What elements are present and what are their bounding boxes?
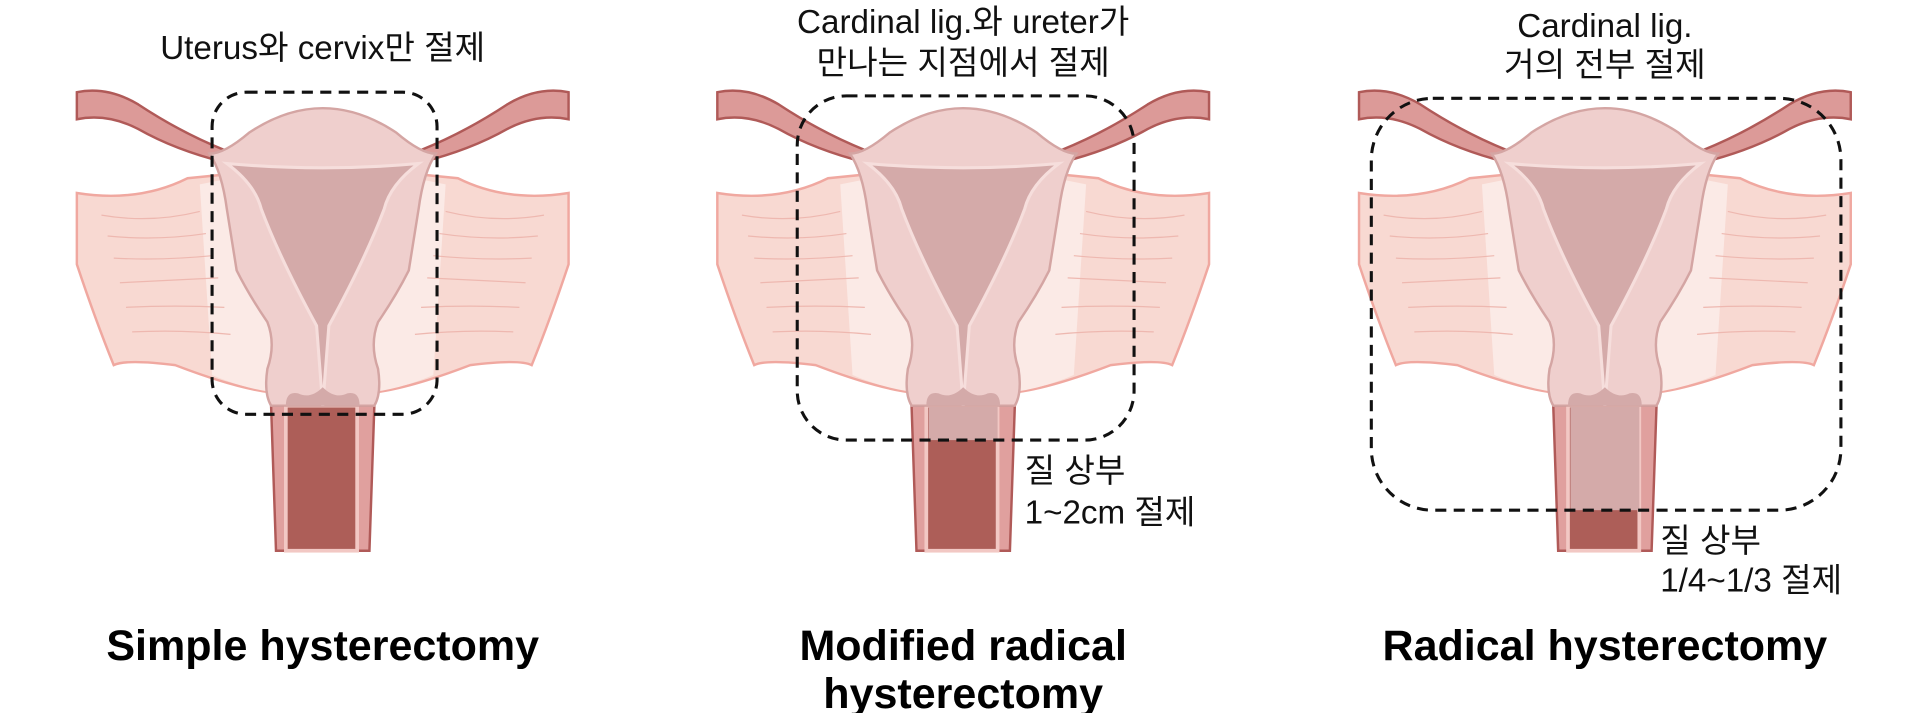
annotation-line: 1~2cm 절제	[1025, 495, 1196, 532]
annotation-line: 질 상부	[1660, 523, 1761, 560]
panel-title: Modified radical	[799, 622, 1126, 670]
caption-line: Cardinal lig.	[1517, 8, 1692, 45]
resected-upper-vagina	[1570, 406, 1640, 511]
annotation-line: 질 상부	[1025, 453, 1126, 490]
caption-line: Cardinal lig.와 ureter가	[797, 4, 1129, 41]
caption-line: Uterus와 cervix만 절제	[160, 30, 485, 67]
uterus-illustration	[75, 88, 571, 553]
panel-radical-hysterectomy: Cardinal lig. 거의 전부 절제 질 상부 1/4~1/3 절제 R…	[1357, 8, 1853, 670]
panel-modified-radical-hysterectomy: Cardinal lig.와 ureter가 만나는 지점에서 절제 질 상부 …	[715, 4, 1211, 713]
panel-simple-hysterectomy: Uterus와 cervix만 절제 Simple hysterectomy	[75, 30, 571, 670]
caption-line: 만나는 지점에서 절제	[817, 45, 1110, 82]
uterus-illustration	[715, 88, 1211, 553]
panel-title: Simple hysterectomy	[106, 622, 539, 670]
caption-line: 거의 전부 절제	[1504, 47, 1706, 84]
panel-title: hysterectomy	[823, 670, 1103, 713]
annotation-line: 1/4~1/3 절제	[1660, 562, 1842, 599]
panel-title: Radical hysterectomy	[1383, 622, 1828, 670]
resection-boundary	[1369, 96, 1843, 512]
resection-boundary	[210, 90, 439, 416]
resected-upper-vagina	[928, 406, 998, 441]
resection-boundary	[795, 94, 1136, 442]
